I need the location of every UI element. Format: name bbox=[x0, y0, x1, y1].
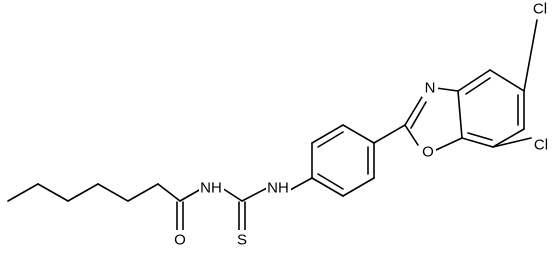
bond-ph-3-4 bbox=[342, 124, 375, 144]
bond-ph-2-3 bbox=[311, 124, 344, 144]
amide-nh-label: NH bbox=[200, 180, 222, 197]
bond-c5-cl bbox=[523, 19, 538, 92]
chlorine-top-label: Cl bbox=[533, 1, 547, 18]
bond-c7-cl bbox=[492, 137, 532, 148]
bond-bz-6-7 bbox=[492, 128, 525, 148]
bond-c3a-c7a bbox=[457, 90, 463, 139]
oxazole-ring bbox=[404, 87, 463, 151]
oxazole-nitrogen-label: N bbox=[425, 80, 436, 97]
bond-o-c7a bbox=[435, 137, 463, 151]
atom-labels: Cl Cl N O NH NH O S bbox=[172, 0, 552, 249]
aniline-nh-label: NH bbox=[267, 180, 289, 197]
bond-c2-n-b bbox=[410, 101, 427, 129]
bond-ph-inner-a bbox=[317, 131, 344, 148]
bond-nh-phenyl bbox=[289, 177, 313, 191]
bond-bz-4-5 bbox=[489, 69, 525, 92]
bond-carbonyl-nh bbox=[179, 188, 202, 202]
phenylene-ring bbox=[311, 124, 406, 197]
bond-ph-inner-c bbox=[317, 173, 344, 190]
bond-c1-c2 bbox=[7, 183, 39, 202]
benzo-ring bbox=[457, 19, 538, 148]
bond-c2-c3 bbox=[37, 183, 69, 202]
bond-ph-6-1 bbox=[311, 177, 344, 197]
hexanoyl-chain bbox=[7, 183, 181, 202]
bond-ph-5-6 bbox=[342, 177, 375, 197]
bond-n-c3a bbox=[435, 87, 459, 92]
bond-c5-c6 bbox=[127, 183, 159, 202]
carbonyl-oxygen-label: O bbox=[174, 232, 186, 249]
bond-nh-thiocarbon bbox=[221, 187, 243, 202]
bond-phenyl-oxazole bbox=[373, 124, 406, 144]
bond-bz-inner-c bbox=[467, 132, 493, 141]
bond-bz-inner-a bbox=[465, 77, 491, 95]
thione-sulfur-label: S bbox=[237, 232, 247, 249]
carbonyl-group bbox=[176, 188, 202, 231]
bond-bz-7-7a bbox=[461, 137, 494, 148]
bond-c2-n-a bbox=[404, 96, 423, 126]
bond-c2-o bbox=[404, 124, 419, 146]
bond-thiocarbon-nh bbox=[241, 187, 268, 202]
thiourea-group bbox=[221, 177, 313, 231]
bond-c3-c4 bbox=[67, 183, 99, 202]
bond-c6-carbonyl bbox=[157, 183, 181, 202]
chlorine-bottom-label: Cl bbox=[534, 137, 548, 154]
bond-c4-c5 bbox=[97, 183, 129, 202]
bond-bz-3a-4 bbox=[457, 69, 491, 92]
oxazole-oxygen-label: O bbox=[422, 144, 434, 161]
